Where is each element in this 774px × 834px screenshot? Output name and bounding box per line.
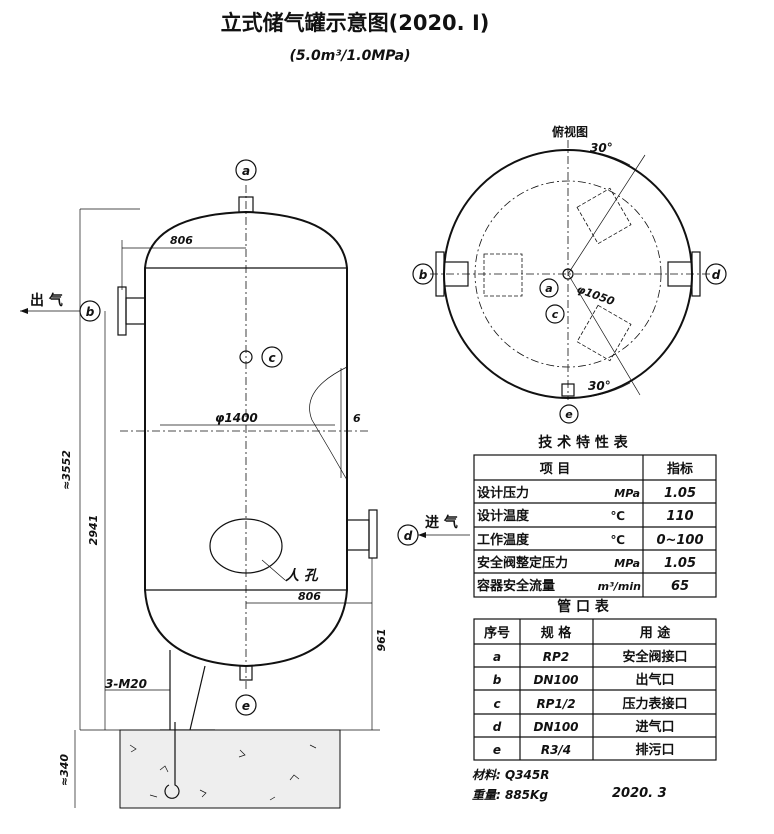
svg-text:0~100: 0~100 [656, 533, 703, 548]
table-row: e R3/4 排污口 [493, 742, 675, 758]
svg-text:65: 65 [671, 579, 689, 594]
top-port-e: e [565, 408, 573, 421]
bolt-circle-dim: φ1050 [575, 283, 617, 309]
title: 立式储气罐示意图(2020. Ⅰ) [221, 11, 490, 35]
svg-text:RP1/2: RP1/2 [536, 697, 575, 711]
inlet-label: 进 气 [425, 514, 458, 531]
dim-manhole-offset: 806 [298, 590, 321, 603]
table-row: 安全阀整定压力 MPa 1.05 [477, 555, 696, 571]
bolt-spec: 3-M20 [105, 677, 147, 691]
port-label-d: d [404, 529, 413, 543]
dim-thickness: 6 [353, 412, 361, 425]
svg-text:℃: ℃ [610, 533, 625, 547]
header-id: 序号 [484, 625, 510, 641]
front-view: a b 出 气 c d 进 气 人 孔 e [20, 159, 470, 809]
svg-text:m³/min: m³/min [598, 580, 642, 593]
svg-text:MPa: MPa [614, 487, 640, 500]
svg-text:容器安全流量: 容器安全流量 [476, 578, 555, 594]
dim-inlet-height: 2941 [87, 515, 100, 546]
top-port-c: c [552, 308, 559, 321]
dim-total-height: ≈3552 [60, 450, 73, 490]
svg-text:℃: ℃ [610, 509, 625, 523]
table-row: d DN100 进气口 [493, 719, 675, 735]
top-port-a: a [545, 282, 552, 295]
svg-text:DN100: DN100 [533, 720, 578, 734]
port-label-b: b [86, 305, 95, 319]
table-row: c RP1/2 压力表接口 [493, 696, 687, 712]
table-row: 工作温度 ℃ 0~100 [477, 532, 704, 548]
tech-table: 技 术 特 性 表 项 目 指标 设计压力 MPa 1.05 设计温度 ℃ 110 工作… [473, 434, 717, 598]
date: 2020. 3 [612, 786, 667, 801]
svg-text:RP2: RP2 [543, 650, 569, 664]
port-label-c: c [268, 351, 275, 365]
svg-text:设计温度: 设计温度 [477, 508, 530, 524]
material: 材料: Q345R [472, 768, 549, 782]
port-label-e: e [242, 699, 250, 713]
svg-text:安全阀接口: 安全阀接口 [622, 649, 687, 665]
table-row: 容器安全流量 m³/min 65 [476, 578, 689, 594]
table-row: b DN100 出气口 [493, 672, 675, 688]
dim-diameter: φ1400 [215, 411, 258, 425]
dim-manhole-height: 961 [375, 629, 388, 652]
top-view-title: 俯视图 [552, 124, 588, 139]
angle-top: 30° [590, 141, 613, 155]
svg-text:安全阀整定压力: 安全阀整定压力 [477, 555, 568, 571]
svg-text:出气口: 出气口 [635, 672, 674, 688]
table-row: 设计压力 MPa 1.05 [477, 485, 696, 501]
svg-text:R3/4: R3/4 [541, 743, 571, 757]
svg-text:MPa: MPa [614, 557, 640, 570]
subtitle: (5.0m³/1.0MPa) [290, 48, 411, 64]
top-port-d: d [712, 268, 721, 282]
svg-text:1.05: 1.05 [664, 486, 696, 501]
tech-table-title: 技 术 特 性 表 [538, 434, 628, 451]
dim-foundation: ≈340 [58, 754, 71, 787]
port-table-title: 管 口 表 [557, 598, 610, 615]
svg-text:1.05: 1.05 [664, 556, 696, 571]
weight: 重量: 885Kg [472, 788, 548, 802]
header-use: 用 途 [639, 625, 672, 641]
angle-bottom: 30° [588, 379, 611, 393]
dim-top-offset: 806 [170, 234, 193, 247]
port-label-a: a [242, 164, 250, 178]
svg-text:e: e [493, 743, 501, 757]
svg-text:设计压力: 设计压力 [477, 485, 529, 501]
svg-text:进气口: 进气口 [635, 719, 674, 735]
top-view: 俯视图 30° 30° φ1050 b d a c e [412, 124, 727, 424]
header-spec: 规 格 [541, 625, 573, 641]
table-row: a RP2 安全阀接口 [493, 649, 688, 665]
svg-text:a: a [493, 650, 501, 664]
svg-text:110: 110 [666, 509, 693, 524]
header-value: 指标 [667, 461, 693, 477]
outlet-label: 出 气 [30, 292, 63, 309]
table-row: 设计温度 ℃ 110 [477, 508, 694, 524]
svg-text:压力表接口: 压力表接口 [622, 696, 687, 712]
manhole-label: 人 孔 [285, 568, 319, 584]
svg-text:工作温度: 工作温度 [477, 532, 530, 548]
header-item: 项 目 [540, 462, 571, 477]
svg-text:b: b [493, 673, 502, 687]
svg-text:d: d [493, 720, 502, 734]
svg-text:DN100: DN100 [533, 673, 578, 687]
top-port-b: b [419, 268, 428, 282]
svg-text:排污口: 排污口 [635, 742, 674, 758]
svg-text:c: c [493, 697, 500, 711]
